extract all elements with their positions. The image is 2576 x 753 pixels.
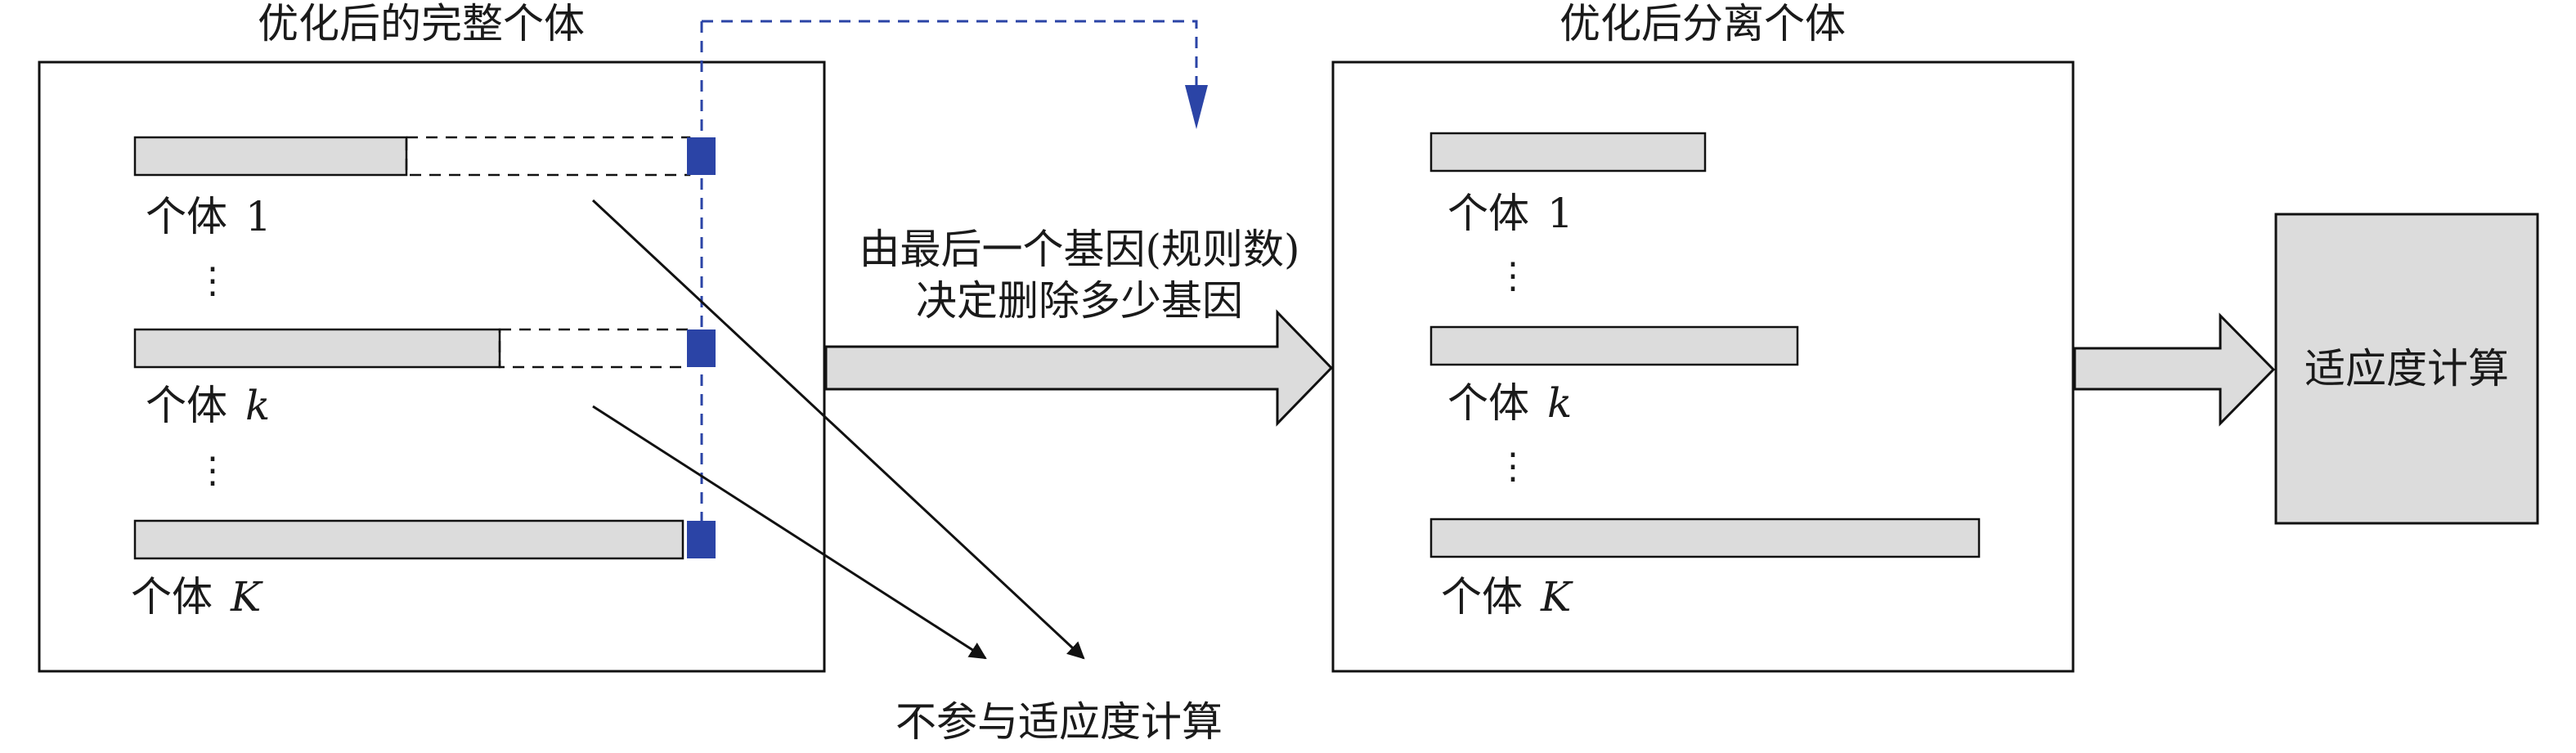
left-bar-K <box>133 519 684 560</box>
svg-text:个体K: 个体K <box>131 573 263 621</box>
fitness-arrow <box>2073 312 2276 427</box>
last-gene-marker-1 <box>687 137 716 175</box>
left-panel-frame <box>38 61 826 673</box>
blue-connector-line <box>702 20 1198 98</box>
svg-text:个体k: 个体k <box>1447 379 1572 427</box>
last-gene-marker-K <box>687 521 716 558</box>
left-bar-1 <box>133 136 408 177</box>
left-bar-k <box>133 328 501 369</box>
left-panel-title: 优化后的完整个体 <box>258 0 585 47</box>
excluded-arrow-k <box>592 405 987 660</box>
left-ellipsis-1: ⋮ <box>195 260 231 302</box>
svg-text:个体1: 个体1 <box>146 193 272 240</box>
right-ellipsis-1: ⋮ <box>1495 255 1531 297</box>
right-panel-frame <box>1331 61 2075 673</box>
middle-caption-line2: 决定删除多少基因 <box>916 277 1243 325</box>
left-bar-1-deleted-segment <box>405 136 691 177</box>
big-transform-arrow <box>824 309 1334 427</box>
fitness-box-label: 适应度计算 <box>2304 345 2509 392</box>
excluded-label: 不参与适应度计算 <box>895 698 1223 746</box>
right-bar-k <box>1429 325 1799 366</box>
svg-text:个体1: 个体1 <box>1447 190 1573 237</box>
last-gene-marker-k <box>687 329 716 367</box>
right-panel-title: 优化后分离个体 <box>1560 0 1846 47</box>
excluded-arrow-1 <box>591 199 1085 660</box>
left-bar-k-deleted-segment <box>498 328 691 369</box>
fitness-box <box>2274 213 2539 525</box>
right-bar-1 <box>1429 132 1707 173</box>
left-ellipsis-2: ⋮ <box>195 450 231 491</box>
svg-text:个体K: 个体K <box>1441 573 1573 621</box>
right-ellipsis-2: ⋮ <box>1495 446 1531 487</box>
blue-connector-arrowhead <box>1185 85 1208 129</box>
svg-text:个体k: 个体k <box>146 382 270 429</box>
right-bar-K <box>1429 518 1981 558</box>
middle-caption-line1: 由最后一个基因(规则数) <box>859 226 1299 273</box>
